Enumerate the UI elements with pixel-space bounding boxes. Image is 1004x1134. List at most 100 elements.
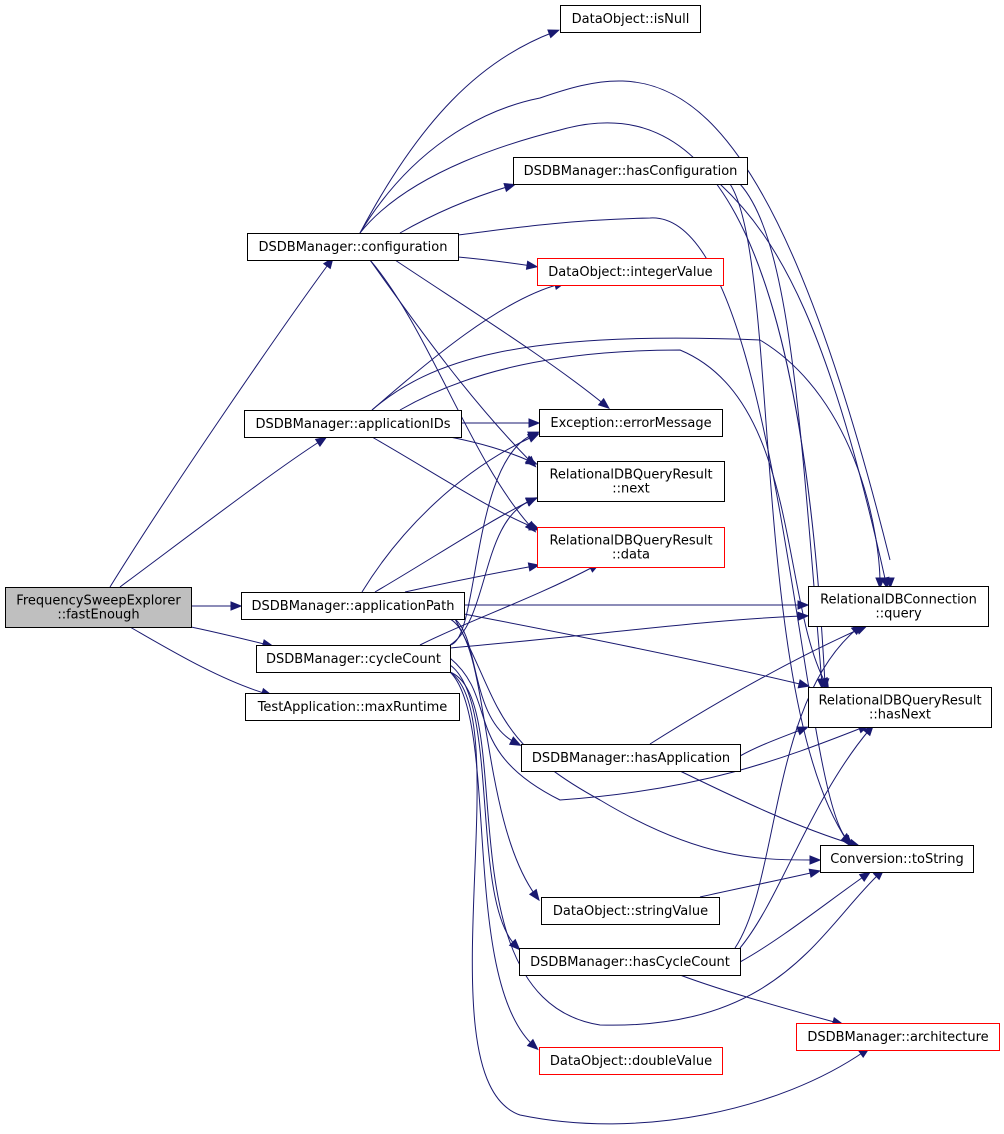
node-box[interactable] bbox=[537, 461, 725, 502]
node-hasCycleCount[interactable]: DSDBManager::hasCycleCount bbox=[519, 948, 741, 976]
node-isNull[interactable]: DataObject::isNull bbox=[560, 5, 701, 33]
node-errorMessage[interactable]: Exception::errorMessage bbox=[539, 409, 723, 437]
node-toString[interactable]: Conversion::toString bbox=[820, 845, 974, 873]
node-configuration[interactable]: DSDBManager::configuration bbox=[247, 233, 459, 261]
arrow-head bbox=[525, 497, 538, 507]
node-box[interactable] bbox=[541, 897, 720, 925]
arrow-head bbox=[508, 736, 522, 746]
arrow-head bbox=[525, 260, 539, 270]
arrow-head bbox=[597, 397, 610, 410]
node-data[interactable]: RelationalDBQueryResult::data bbox=[537, 527, 725, 568]
node-label: Conversion::toString bbox=[830, 852, 964, 867]
edge-root-to-applicationPath bbox=[191, 601, 243, 611]
edge-line bbox=[361, 435, 535, 593]
edge-line bbox=[359, 80, 891, 561]
edge-configuration-to-data bbox=[369, 259, 537, 533]
node-label: DSDBManager::architecture bbox=[807, 1030, 988, 1045]
node-label: DataObject::doubleValue bbox=[550, 1054, 712, 1069]
node-cycleCount[interactable]: DSDBManager::cycleCount bbox=[256, 645, 451, 673]
edge-applicationIDs-to-hasNext bbox=[399, 349, 830, 690]
node-hasNext[interactable]: RelationalDBQueryResult::hasNext bbox=[808, 687, 992, 728]
edge-hasApplication-to-hasNext bbox=[739, 726, 809, 757]
node-architecture[interactable]: DSDBManager::architecture bbox=[796, 1023, 1000, 1051]
arrow-head bbox=[526, 1038, 539, 1051]
arrow-head bbox=[528, 888, 540, 902]
node-box[interactable] bbox=[256, 645, 451, 673]
node-maxRuntime[interactable]: TestApplication::maxRuntime bbox=[245, 693, 460, 721]
arrow-head bbox=[525, 455, 538, 465]
arrow-head bbox=[797, 600, 810, 610]
edge-line bbox=[371, 436, 536, 529]
node-label: RelationalDBQueryResult bbox=[549, 534, 712, 549]
node-box[interactable] bbox=[513, 157, 748, 185]
node-box[interactable] bbox=[521, 744, 741, 772]
node-integerValue[interactable]: DataObject::integerValue bbox=[537, 258, 724, 286]
edge-applicationPath-to-data bbox=[404, 562, 541, 593]
edge-line bbox=[419, 565, 596, 646]
node-stringValue[interactable]: DataObject::stringValue bbox=[541, 897, 720, 925]
node-box[interactable] bbox=[245, 693, 460, 721]
node-label: TestApplication::maxRuntime bbox=[257, 700, 448, 715]
node-hasConfiguration[interactable]: DSDBManager::hasConfiguration bbox=[513, 157, 748, 185]
node-box[interactable] bbox=[244, 410, 462, 438]
node-label: DSDBManager::hasApplication bbox=[532, 751, 730, 766]
node-box[interactable] bbox=[537, 258, 724, 286]
edge-hasConfiguration-to-query bbox=[719, 183, 890, 590]
node-box[interactable] bbox=[820, 845, 974, 873]
node-root[interactable]: FrequencySweepExplorer::fastEnough bbox=[5, 587, 192, 628]
edge-line bbox=[449, 499, 533, 646]
edge-root-to-applicationIDs bbox=[119, 436, 328, 588]
arrow-head bbox=[797, 679, 811, 689]
arrow-head bbox=[858, 871, 872, 883]
edge-cycleCount-to-hasCycleCount bbox=[449, 664, 521, 951]
node-box[interactable] bbox=[539, 409, 723, 437]
node-box[interactable] bbox=[808, 687, 992, 728]
edge-line bbox=[359, 31, 555, 234]
edge-line bbox=[371, 337, 881, 584]
node-box[interactable] bbox=[5, 587, 192, 628]
arrow-head bbox=[527, 562, 541, 572]
node-box[interactable] bbox=[796, 1023, 1000, 1051]
node-box[interactable] bbox=[247, 233, 459, 261]
edge-configuration-to-isNull bbox=[359, 29, 560, 234]
edge-line bbox=[739, 728, 871, 949]
node-label: DataObject::isNull bbox=[572, 12, 690, 27]
node-label: DataObject::stringValue bbox=[553, 904, 708, 919]
edge-line bbox=[359, 122, 826, 685]
node-label: DSDBManager::configuration bbox=[259, 240, 448, 255]
edge-configuration-to-errorMessage bbox=[394, 259, 610, 410]
node-doubleValue[interactable]: DataObject::doubleValue bbox=[539, 1047, 723, 1075]
edge-applicationPath-to-toString bbox=[454, 618, 822, 865]
edge-line bbox=[371, 283, 561, 411]
node-box[interactable] bbox=[539, 1047, 723, 1075]
node-query[interactable]: RelationalDBConnection::query bbox=[808, 586, 989, 627]
edge-applicationIDs-to-data bbox=[371, 436, 541, 531]
node-label: DSDBManager::applicationPath bbox=[252, 599, 455, 614]
node-box[interactable] bbox=[519, 948, 741, 976]
edge-line bbox=[449, 433, 535, 646]
node-applicationIDs[interactable]: DSDBManager::applicationIDs bbox=[244, 410, 462, 438]
node-label: ::next bbox=[612, 482, 650, 497]
node-label: ::fastEnough bbox=[57, 608, 139, 623]
node-hasApplication[interactable]: DSDBManager::hasApplication bbox=[521, 744, 741, 772]
edge-line bbox=[129, 626, 268, 695]
node-box[interactable] bbox=[537, 527, 725, 568]
arrow-head bbox=[503, 183, 517, 193]
edge-applicationPath-to-errorMessage bbox=[361, 433, 540, 593]
edge-applicationIDs-to-query bbox=[371, 337, 885, 590]
edge-hasCycleCount-to-toString bbox=[739, 871, 872, 963]
edge-line bbox=[399, 349, 827, 685]
edge-line bbox=[404, 565, 535, 593]
node-box[interactable] bbox=[808, 586, 989, 627]
arrow-head bbox=[230, 601, 243, 611]
edge-line bbox=[457, 256, 533, 267]
node-box[interactable] bbox=[241, 592, 465, 620]
node-applicationPath[interactable]: DSDBManager::applicationPath bbox=[241, 592, 465, 620]
edge-cycleCount-to-errorMessage bbox=[449, 431, 540, 646]
edge-line bbox=[369, 259, 533, 464]
edge-line bbox=[649, 627, 863, 745]
node-label: DataObject::integerValue bbox=[548, 265, 712, 280]
edge-applicationPath-to-hasNext bbox=[463, 613, 811, 689]
node-next[interactable]: RelationalDBQueryResult::next bbox=[537, 461, 725, 502]
node-box[interactable] bbox=[560, 5, 701, 33]
